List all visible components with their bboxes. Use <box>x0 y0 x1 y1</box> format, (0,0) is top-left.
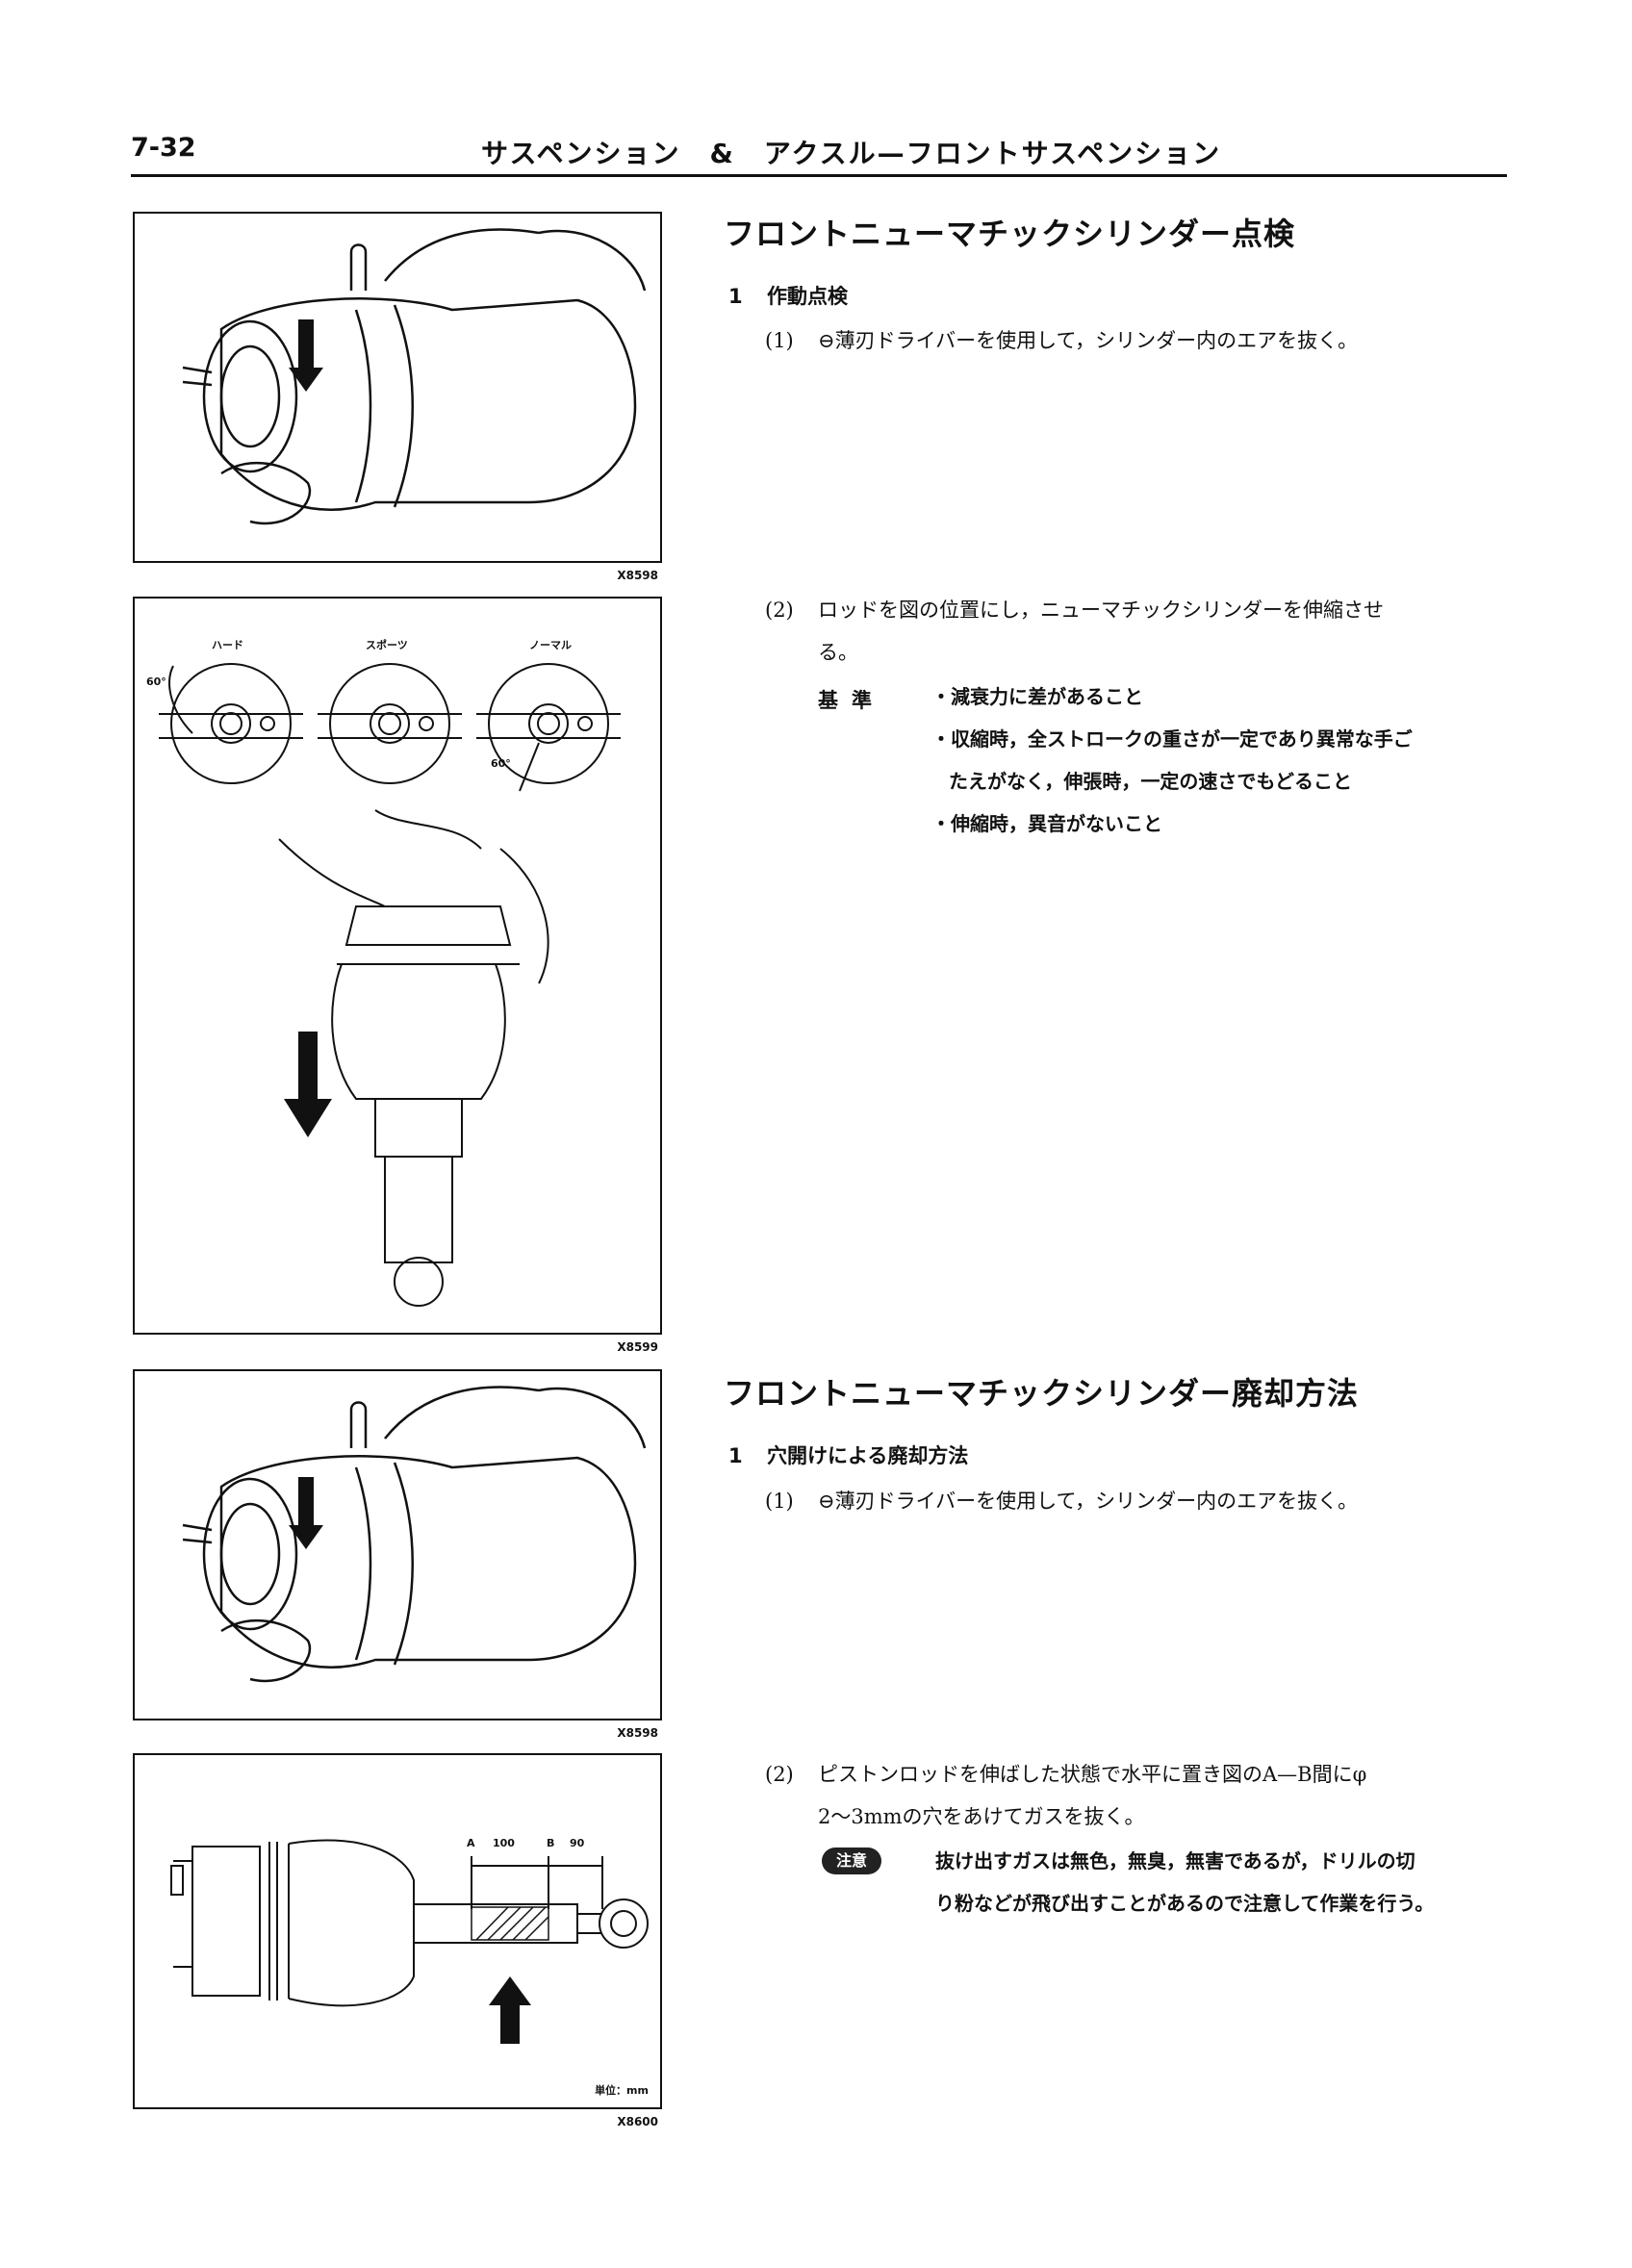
caution-badge: 注意 <box>822 1848 881 1874</box>
arrow-down-icon <box>289 1477 323 1549</box>
angle-left: 60° <box>146 675 166 688</box>
criteria-bullet-1: ・減衰力に差があること <box>931 685 1143 708</box>
arrow-down-icon <box>284 1032 332 1137</box>
figure-code: X8598 <box>617 1726 658 1740</box>
figure-code: X8599 <box>617 1340 658 1354</box>
figure-rod-positions: ハード スポーツ ノーマル 60° 60° X8599 <box>133 597 662 1354</box>
figure-code: X8598 <box>617 569 658 582</box>
dim-label-a: A <box>467 1837 475 1849</box>
figure-drill-position: A 100 B 90 単位：mm X8600 <box>133 1753 662 2128</box>
paragraph-text: ⊖薄刃ドライバーを使用して，シリンダー内のエアを抜く。 <box>818 329 1359 352</box>
criteria-label: 基準 <box>818 689 885 712</box>
criteria-bullet-2-line1: ・収縮時，全ストロークの重さが一定であり異常な手ご <box>931 727 1413 751</box>
arrow-down-icon <box>289 319 323 392</box>
label-hard: ハード <box>212 639 243 651</box>
label-normal: ノーマル <box>529 639 572 651</box>
label-sports: スポーツ <box>366 639 408 651</box>
step-heading: 1 作動点検 <box>728 281 848 310</box>
dim-label-100: 100 <box>493 1837 515 1849</box>
section-title-inspection: フロントニューマチックシリンダー点検 <box>724 216 1296 252</box>
step-heading: 1 穴開けによる廃却方法 <box>728 1440 968 1469</box>
paragraph-number: (2) <box>765 1763 794 1786</box>
cylinder-illustration <box>182 1386 647 1683</box>
figure-cylinder-air-release: X8598 <box>133 212 662 582</box>
step-number: 1 <box>728 285 743 308</box>
paragraph-number: (1) <box>765 329 794 352</box>
paragraph-text: ⊖薄刃ドライバーを使用して，シリンダー内のエアを抜く。 <box>818 1490 1359 1513</box>
cylinder-drill-diagram <box>170 1839 649 2044</box>
paragraph-number: (2) <box>765 599 794 622</box>
paragraph-number: (1) <box>765 1490 794 1513</box>
angle-right: 60° <box>491 757 511 770</box>
paragraph-text-line2: る。 <box>818 641 858 664</box>
figure-cylinder-air-release-2: X8598 <box>133 1369 662 1740</box>
caution-text-line1: 抜け出すガスは無色，無臭，無害であるが，ドリルの切 <box>935 1849 1415 1873</box>
page-number: 7-32 <box>131 133 196 163</box>
header-divider <box>131 174 1507 177</box>
cylinder-illustration <box>182 228 647 525</box>
paragraph-text-line2: 2～3mmの穴をあけてガスを抜く。 <box>818 1805 1145 1828</box>
running-title: サスペンション & アクスル—フロントサスペンション <box>481 138 1222 169</box>
dim-label-90: 90 <box>570 1837 585 1849</box>
dim-label-b: B <box>547 1837 555 1849</box>
criteria-bullet-3: ・伸縮時，異音がないこと <box>931 812 1162 835</box>
criteria-bullet-2-line2: たえがなく，伸張時，一定の速さでもどること <box>949 770 1352 793</box>
step-label: 作動点検 <box>767 285 848 308</box>
caution-text-line2: り粉などが飛び出すことがあるので注意して作業を行う。 <box>935 1892 1435 1915</box>
rod-position-diagram <box>159 663 621 1307</box>
step-number: 1 <box>728 1444 743 1467</box>
arrow-up-icon <box>489 1976 531 2044</box>
unit-label: 単位：mm <box>595 2084 649 2097</box>
paragraph-text-line1: ピストンロッドを伸ばした状態で水平に置き図のA—B間にφ <box>818 1763 1367 1786</box>
step-label: 穴開けによる廃却方法 <box>767 1444 969 1467</box>
section-title-disposal: フロントニューマチックシリンダー廃却方法 <box>724 1375 1360 1412</box>
figure-code: X8600 <box>617 2115 658 2128</box>
paragraph-text-line1: ロッドを図の位置にし，ニューマチックシリンダーを伸縮させ <box>818 599 1384 622</box>
